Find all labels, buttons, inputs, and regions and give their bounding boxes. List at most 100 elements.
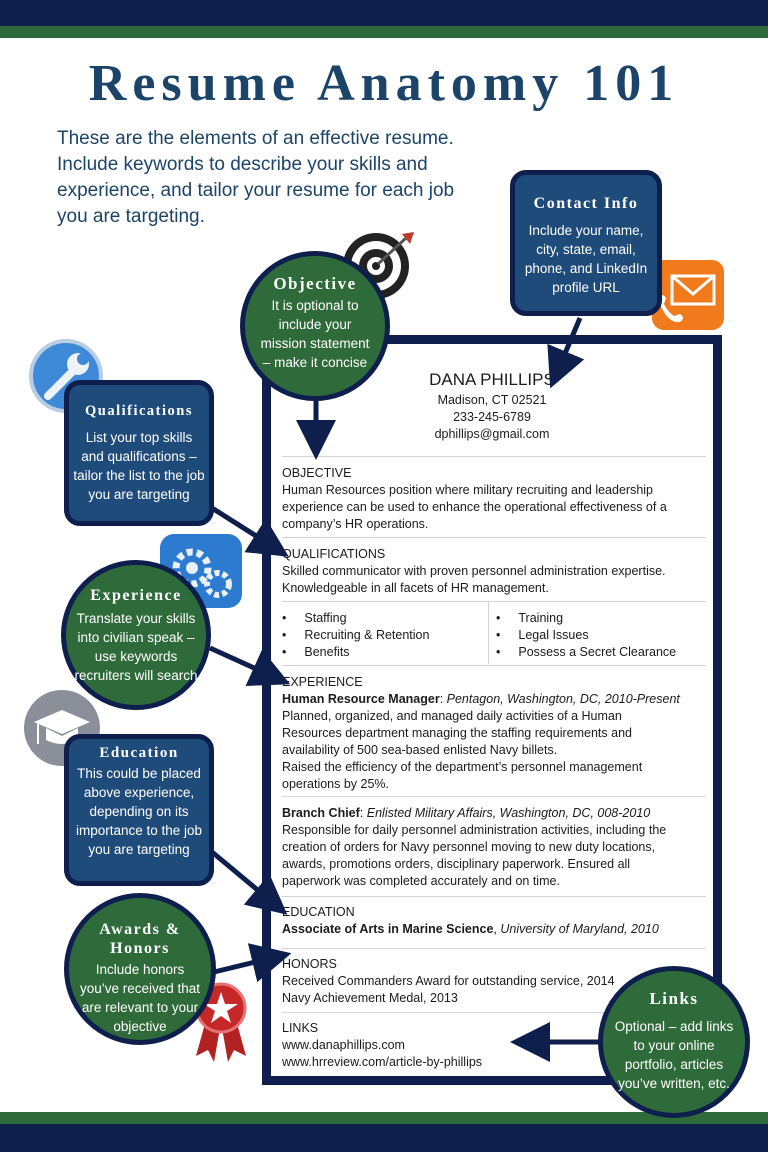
education-arrow — [210, 850, 288, 915]
callout-heading: Awards & Honors — [99, 921, 181, 957]
skill-label: Benefits — [304, 645, 350, 659]
skill-label: Recruiting & Retention — [304, 628, 430, 642]
job-line: Responsible for daily personnel administ… — [282, 823, 667, 837]
graduation-cap-icon — [24, 690, 100, 766]
honor-line: Received Commanders Award for outstandin… — [282, 974, 615, 988]
education-callout: Education This could be placed above exp… — [64, 734, 214, 886]
callout-heading: Objective — [273, 274, 357, 293]
skill-label: Possess a Secret Clearance — [518, 645, 677, 659]
skill-label: Training — [518, 611, 564, 625]
skills-right: • Training • Legal Issues • Possess a Secre… — [496, 610, 676, 661]
bullet: • — [282, 611, 287, 625]
objective-line: company’s HR operations. — [282, 517, 429, 531]
resume-city: Madison, CT 02521 — [437, 393, 547, 407]
section-heading: QUALIFICATIONS — [282, 547, 386, 561]
bullet: • — [496, 611, 501, 625]
bullet: • — [282, 628, 287, 642]
award-ribbon-icon — [195, 982, 247, 1062]
bullet: • — [496, 645, 501, 659]
list-item: • Possess a Secret Clearance — [496, 644, 676, 661]
links-callout: Links Optional – add links to your onlin… — [598, 966, 750, 1118]
job-title: Branch Chief — [282, 806, 360, 820]
skill-label: Legal Issues — [518, 628, 589, 642]
phone-mail-icon — [652, 260, 724, 330]
job-line: awards, promotions orders, disciplinary … — [282, 857, 631, 871]
skills-divider — [488, 602, 489, 664]
resume-objective: OBJECTIVE Human Resources position where… — [282, 456, 706, 533]
experience-callout: Experience Translate your skills into ci… — [61, 560, 211, 710]
degree: Associate of Arts in Marine Science — [282, 922, 494, 936]
resume-experience: EXPERIENCE Human Resource Manager: Penta… — [282, 665, 706, 793]
honor-line: Navy Achievement Medal, 2013 — [282, 991, 458, 1005]
degree-line: Associate of Arts in Marine Science, Uni… — [282, 921, 706, 938]
contact-info-callout: Contact Info Include your name, city, st… — [510, 170, 662, 316]
objective-callout: Objective It is optional to include your… — [240, 251, 390, 401]
job-line: operations by 25%. — [282, 777, 390, 791]
skills-list: • Staffing • Recruiting & Retention • Benef… — [282, 601, 706, 664]
job-title-line: Branch Chief: Enlisted Military Affairs,… — [282, 805, 706, 822]
job-place: Pentagon, Washington, DC, 2010-Present — [446, 692, 680, 706]
experience-arrow — [208, 645, 291, 686]
bullet: • — [496, 628, 501, 642]
qualification-line: Skilled communicator with proven personn… — [282, 564, 666, 578]
separator: , — [493, 922, 501, 936]
resume-document: DANA PHILLIPS Madison, CT 02521 233-245-… — [262, 335, 722, 1085]
list-item: • Legal Issues — [496, 627, 676, 644]
callout-body: It is optional to include your mission s… — [260, 298, 370, 370]
resume-links: LINKS www.danaphillips.com www.hrreview.… — [282, 1012, 706, 1071]
callout-body: Optional – add links to your online port… — [614, 1019, 734, 1091]
top-band — [0, 0, 768, 26]
list-item: • Staffing — [282, 610, 429, 627]
callout-heading: Contact Info — [533, 195, 639, 212]
callout-heading: Qualifications — [84, 403, 193, 419]
resume-qualifications: QUALIFICATIONS Skilled communicator with… — [282, 537, 706, 597]
job-place: Enlisted Military Affairs, Washington, D… — [366, 806, 651, 820]
skill-label: Staffing — [304, 611, 347, 625]
job-line: availability of 500 sea-based enlisted N… — [282, 743, 558, 757]
contact-arrow — [547, 317, 585, 389]
job-line: Resources department managing the staffi… — [282, 726, 632, 740]
callout-body: Translate your skills into civilian spea… — [74, 611, 198, 683]
intro-text: These are the elements of an effective r… — [57, 128, 455, 227]
callout-body: Include honors you’ve received that are … — [79, 962, 201, 1034]
section-heading: LINKS — [282, 1021, 319, 1035]
resume-honors: HONORS Received Commanders Award for out… — [282, 948, 706, 1007]
list-item: • Recruiting & Retention — [282, 627, 429, 644]
link-line[interactable]: www.danaphillips.com — [282, 1038, 405, 1052]
objective-line: experience can be used to enhance the op… — [282, 500, 667, 514]
qualification-line: Knowledgeable in all facets of HR manage… — [282, 581, 549, 595]
skills-left: • Staffing • Recruiting & Retention • Benef… — [282, 610, 429, 661]
resume-name: DANA PHILLIPS — [429, 370, 555, 389]
resume-email: dphillips@gmail.com — [434, 427, 550, 441]
separator: : — [359, 806, 367, 820]
qualifications-callout: Qualifications List your top skills and … — [64, 380, 214, 526]
callout-heading: Education — [99, 745, 179, 761]
bottom-band — [0, 1124, 768, 1152]
job-line: paperwork was completed accurately and o… — [282, 874, 560, 888]
callout-body: List your top skills and qualifications … — [73, 430, 205, 502]
callout-body: This could be placed above experience, d… — [75, 766, 203, 857]
section-heading: HONORS — [282, 957, 337, 971]
awards-callout: Awards & Honors Include honors you’ve re… — [64, 893, 216, 1045]
objective-line: Human Resources position where military … — [282, 483, 654, 497]
bottom-stripe — [0, 1112, 768, 1124]
callout-body: Include your name, city, state, email, p… — [524, 223, 648, 295]
school: University of Maryland, 2010 — [500, 922, 659, 936]
awards-arrow — [213, 943, 292, 983]
job-line: creation of orders for Navy personnel mo… — [282, 840, 656, 854]
job-title-line: Human Resource Manager: Pentagon, Washin… — [282, 691, 706, 708]
job-line: Raised the efficiency of the department’… — [282, 760, 643, 774]
link-line[interactable]: www.hrreview.com/article-by-phillips — [282, 1055, 483, 1069]
separator: : — [439, 692, 447, 706]
section-heading: OBJECTIVE — [282, 466, 352, 480]
resume-education: EDUCATION Associate of Arts in Marine Sc… — [282, 896, 706, 938]
resume-phone: 233-245-6789 — [453, 410, 531, 424]
page-title: Resume Anatomy 101 — [88, 55, 680, 112]
section-heading: EDUCATION — [282, 905, 355, 919]
job-title: Human Resource Manager — [282, 692, 440, 706]
callout-heading: Experience — [90, 587, 182, 604]
top-stripe — [0, 26, 768, 38]
resume-experience-2: Branch Chief: Enlisted Military Affairs,… — [282, 796, 706, 890]
section-heading: EXPERIENCE — [282, 675, 363, 689]
